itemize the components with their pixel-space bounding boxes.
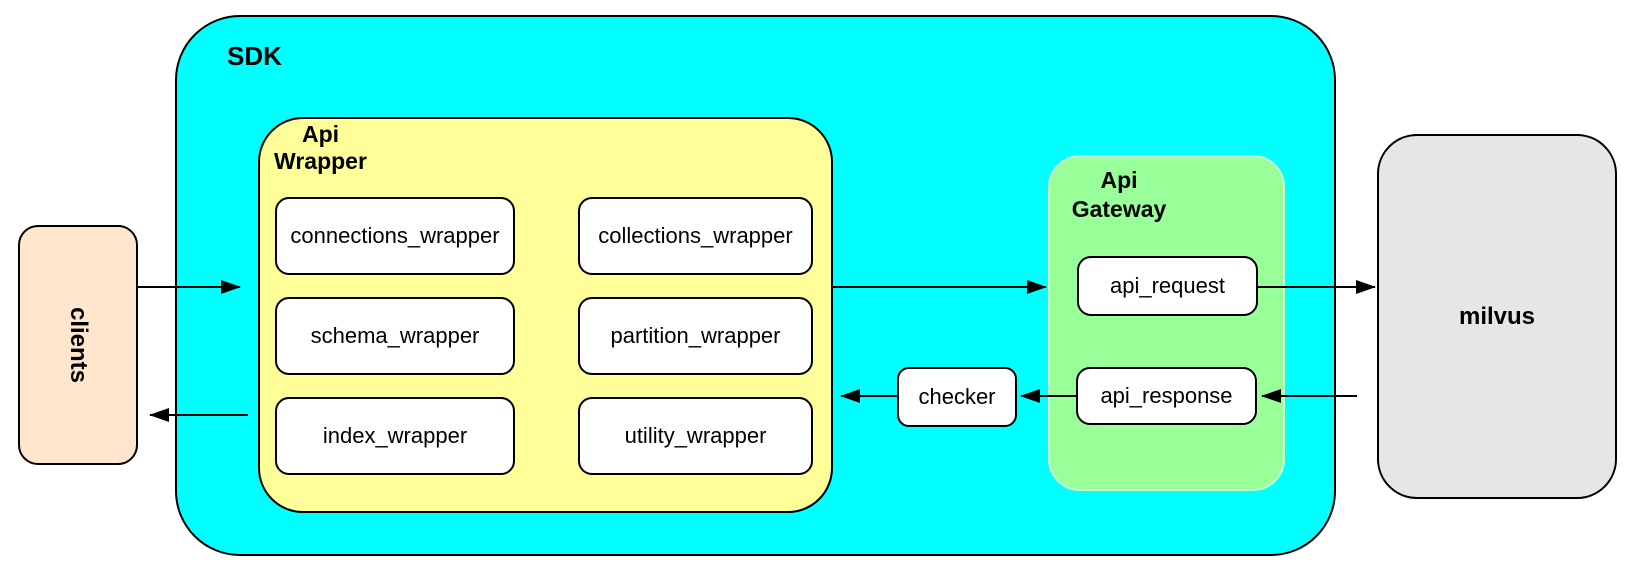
schema-wrapper-node: schema_wrapper [275,297,515,375]
api-gateway-label-line1: Api [1100,167,1138,193]
milvus-node: milvus [1377,134,1617,499]
sdk-container: SDK Api Wrapper connections_wrapper coll… [175,15,1336,556]
utility-wrapper-node: utility_wrapper [578,397,813,475]
clients-node: clients [18,225,138,465]
api-gateway-label: Api Gateway [1058,166,1180,224]
api-wrapper-label-line2: Wrapper [274,148,367,174]
api-wrapper-label-line1: Api [301,121,340,147]
connections-wrapper-node: connections_wrapper [275,197,515,275]
checker-node: checker [897,367,1017,427]
api-response-node: api_response [1076,367,1257,425]
api-gateway-container: Api Gateway api_request api_response [1048,155,1285,491]
api-wrapper-container: Api Wrapper connections_wrapper collecti… [258,117,833,513]
sdk-label: SDK [227,41,282,71]
index-wrapper-node: index_wrapper [275,397,515,475]
collections-wrapper-node: collections_wrapper [578,197,813,275]
partition-wrapper-node: partition_wrapper [578,297,813,375]
api-request-node: api_request [1077,256,1258,316]
clients-label: clients [65,306,92,384]
api-gateway-label-line2: Gateway [1071,196,1167,222]
api-wrapper-label: Api Wrapper [263,121,378,175]
